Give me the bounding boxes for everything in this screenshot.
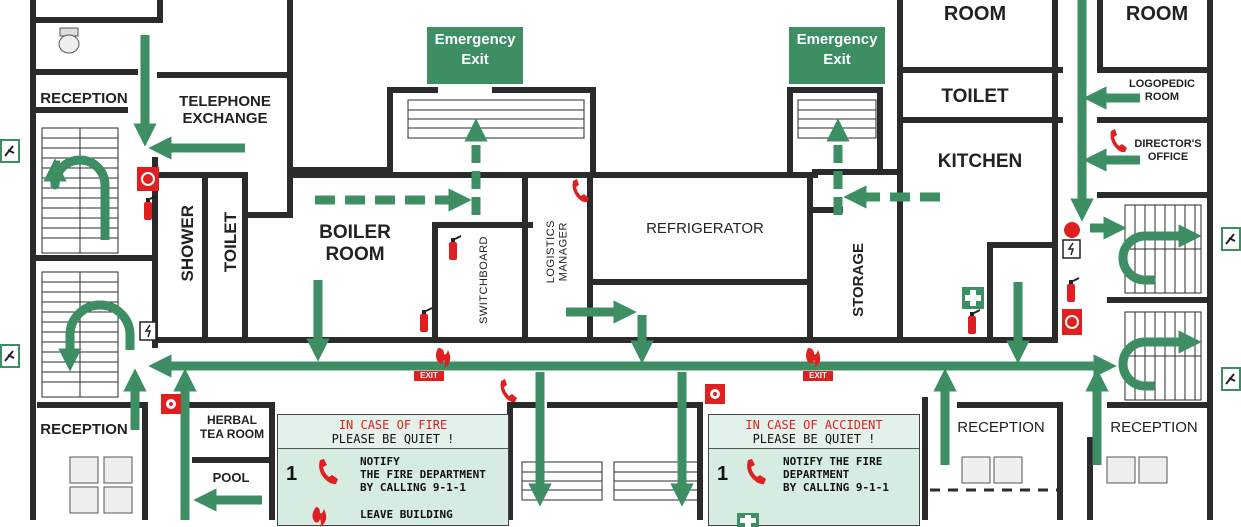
telephone-icon [747,459,766,485]
emergency-exit-sign-right: Emergency Exit [789,27,885,84]
exit-sign-icon [0,139,20,163]
first-aid-icon [962,287,984,309]
toilet-icon [58,27,80,54]
room-label-toilet-left: TOILET [221,212,240,273]
room-label-reception-bottom-left: RECEPTION [40,421,128,438]
fire-extinguisher-icon [1066,277,1080,303]
accident-step-1-text: NOTIFY THE FIRE DEPARTMENT BY CALLING 9-… [783,455,889,494]
room-label-boiler-room: BOILER ROOM [319,222,391,265]
fire-alarm-icon [137,167,159,191]
emergency-exit-sign-left: Emergency Exit [427,27,523,84]
exit-sign-icon [414,371,444,381]
exit-sign-icon [1221,227,1241,251]
room-label-directors-office: DIRECTOR'S OFFICE [1134,138,1202,163]
staircase-exit-left [407,99,585,139]
fire-step-1-text: NOTIFY THE FIRE DEPARTMENT BY CALLING 9-… [360,455,486,494]
fire-step-1-number: 1 [286,463,298,485]
room-label-kitchen: KITCHEN [937,151,1023,172]
accident-step-1-number: 1 [717,463,729,485]
accident-instructions-panel: IN CASE OF ACCIDENT PLEASE BE QUIET ! 1 … [708,414,920,527]
room-label-logopedic-room: LOGOPEDIC ROOM [1128,78,1195,103]
fire-icon [806,348,821,368]
sink-icon [69,456,133,514]
sink-icon [961,456,1023,484]
alarm-button-icon [705,384,725,404]
fire-panel-header: IN CASE OF FIRE PLEASE BE QUIET ! [278,415,508,449]
telephone-icon [500,379,517,403]
room-label-reception-bottom-center: RECEPTION [957,419,1045,436]
room-label-herbal-tea-room: HERBAL TEA ROOM [199,413,265,441]
accident-panel-subtitle: PLEASE BE QUIET ! [752,432,876,446]
fire-extinguisher-icon [448,235,462,261]
sink-icon [1106,456,1168,484]
fire-icon [312,507,327,527]
fire-icon [436,348,451,368]
room-label-reception-top-left: RECEPTION [40,90,128,107]
accident-panel-header: IN CASE OF ACCIDENT PLEASE BE QUIET ! [709,415,919,449]
room-label-room-top-right: ROOM [1125,3,1189,25]
fire-panel-title: IN CASE OF FIRE [338,418,448,432]
accident-panel-title: IN CASE OF ACCIDENT [745,418,883,432]
walls [30,0,1213,520]
exit-sign-icon [1221,367,1241,391]
room-label-pool: POOL [212,470,250,485]
exit-sign-label: EXIT [809,371,827,380]
room-label-reception-bottom-right: RECEPTION [1110,419,1198,436]
staircase-left-bottom [41,271,119,398]
room-label-room-top-center: ROOM [943,3,1007,25]
fire-panel-subtitle: PLEASE BE QUIET ! [331,432,455,446]
fire-alarm-icon [1062,309,1082,335]
telephone-icon [319,459,338,485]
room-label-refrigerator: REFRIGERATOR [646,220,764,237]
room-label-logistics-manager: LOGISTICS MANAGER [545,220,570,284]
evacuation-routes [43,0,1202,520]
alarm-bell-icon [1062,222,1081,259]
fire-instructions-panel: IN CASE OF FIRE PLEASE BE QUIET ! 1 NOTI… [277,414,509,527]
room-label-switchboard: SWITCHBOARD [478,236,490,324]
fire-extinguisher-icon [967,309,981,335]
exit-sign-label: EXIT [420,371,438,380]
room-label-toilet-right: TOILET [941,86,1009,107]
exit-sign-icon [0,344,20,368]
room-label-storage: STORAGE [850,243,867,317]
room-label-telephone-exchange: TELEPHONE EXCHANGE [179,93,271,128]
fire-extinguisher-icon [419,307,433,333]
fire-step-2-text: LEAVE BUILDING [360,508,453,521]
telephone-icon [572,179,589,203]
first-aid-icon [737,513,759,527]
electric-hazard-icon [139,321,157,341]
room-label-shower: SHOWER [178,205,197,282]
alarm-button-icon [161,394,181,414]
exit-sign-icon [803,371,833,381]
staircase-bottom-center [521,461,699,501]
